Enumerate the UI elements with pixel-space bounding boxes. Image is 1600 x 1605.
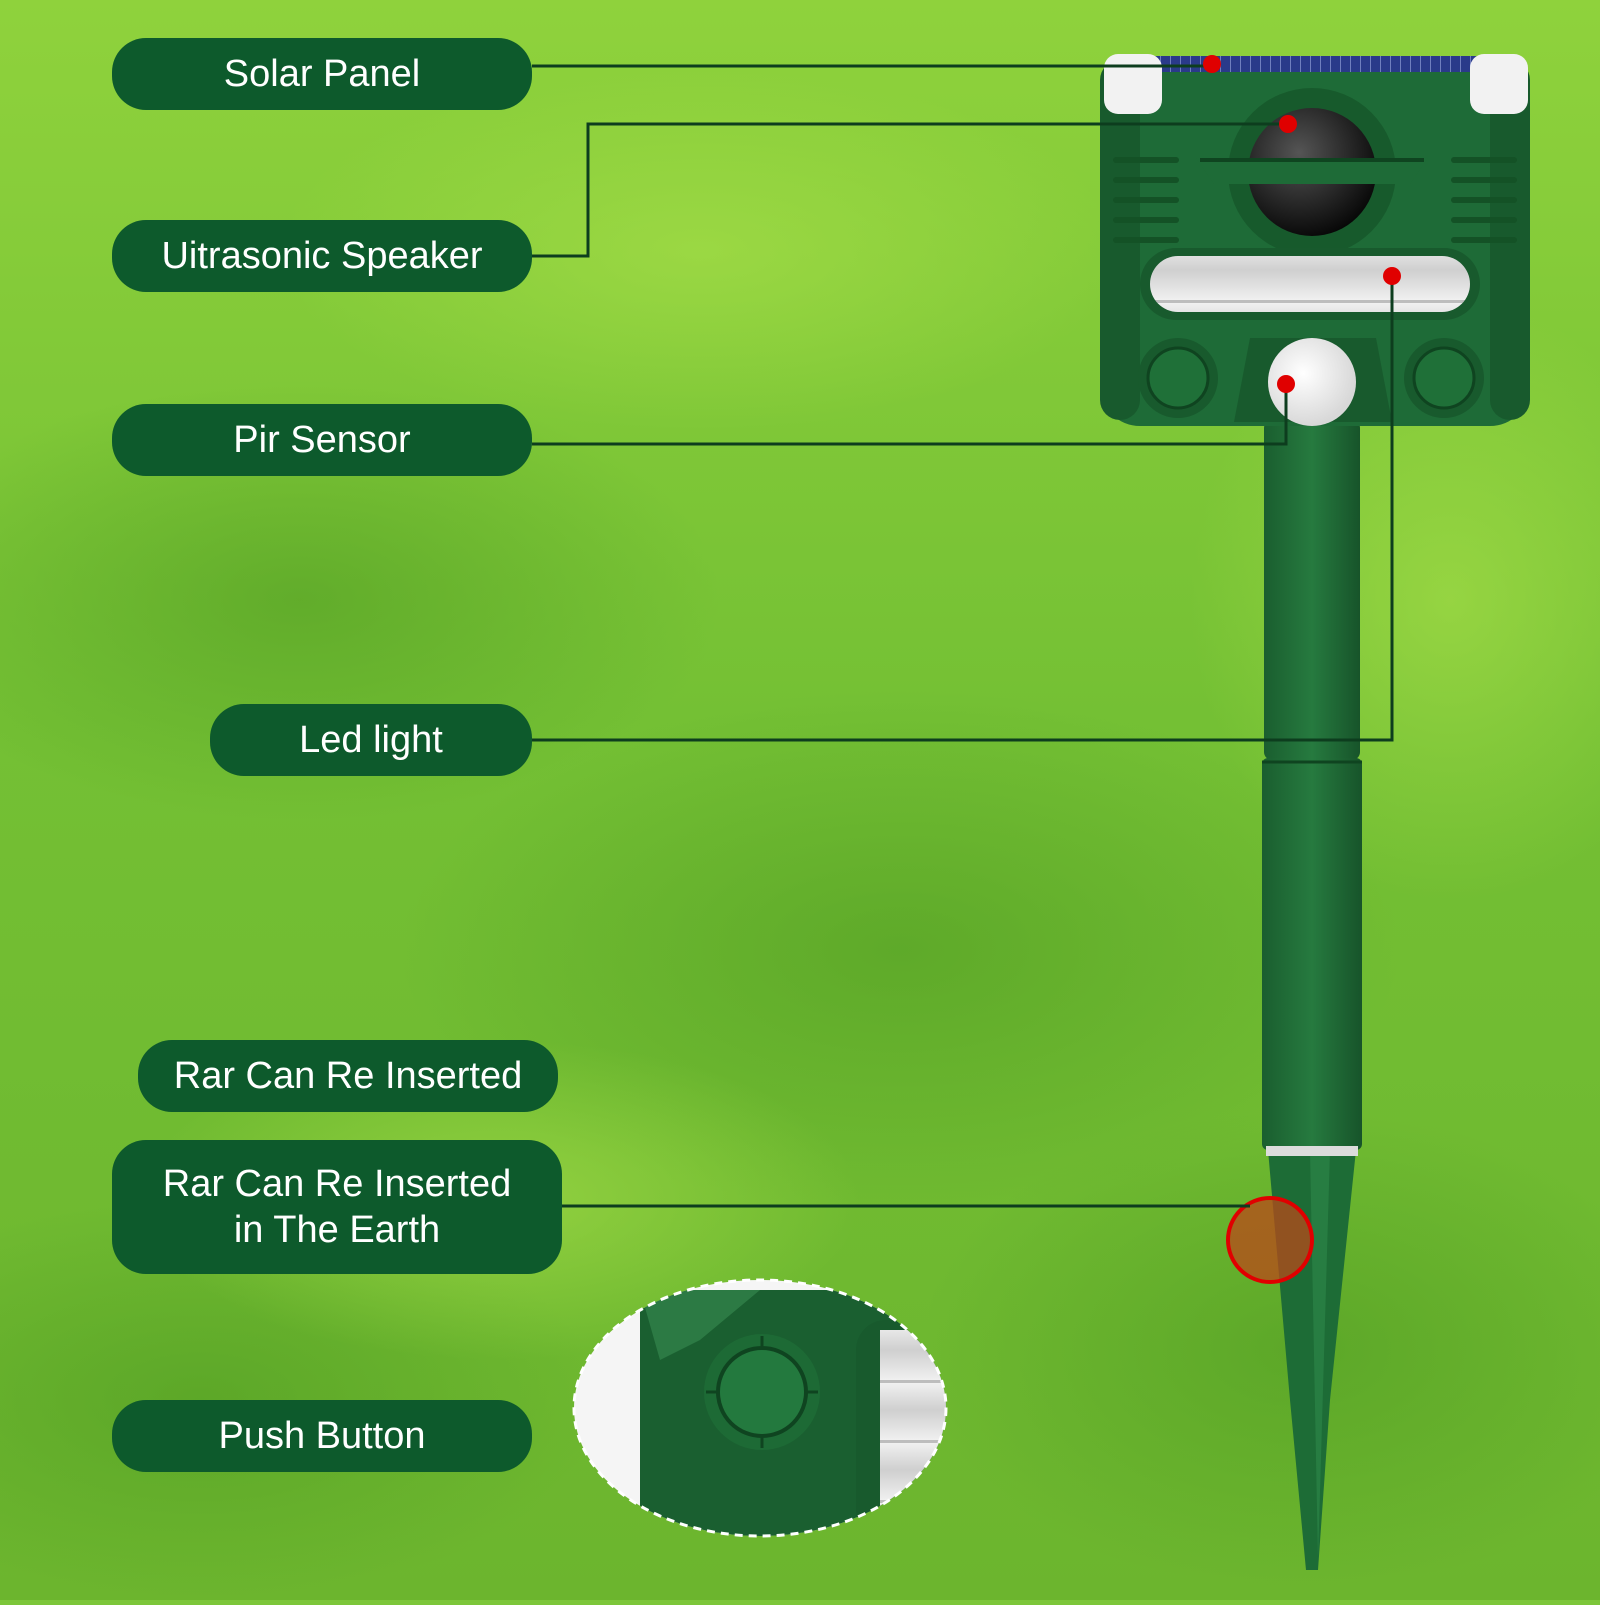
label-led-light-text: Led light xyxy=(299,719,443,761)
insert-highlight-circle xyxy=(1226,1196,1314,1284)
lower-pole xyxy=(1262,758,1362,1150)
label-pir-sensor-text: Pir Sensor xyxy=(233,419,411,461)
red-dot-marker-icon xyxy=(1203,55,1401,393)
label-push-button-text: Push Button xyxy=(218,1415,426,1457)
label-rar-earth: Rar Can Re Inserted in The Earth xyxy=(112,1140,562,1274)
label-rar-earth-line2: in The Earth xyxy=(233,1209,441,1251)
label-pir-sensor: Pir Sensor xyxy=(112,404,532,476)
led-light xyxy=(1150,256,1470,312)
label-rar-inserted-text: Rar Can Re Inserted xyxy=(173,1055,523,1097)
label-rar-earth-line1: Rar Can Re Inserted xyxy=(162,1163,512,1205)
label-solar-panel-text: Solar Panel xyxy=(223,53,421,95)
label-solar-panel: Solar Panel xyxy=(112,38,532,110)
solar-panel xyxy=(1156,56,1476,72)
upper-pole xyxy=(1264,420,1360,760)
device-head xyxy=(1100,54,1530,426)
label-rar-inserted: Rar Can Re Inserted xyxy=(138,1040,558,1112)
label-led-light: Led light xyxy=(210,704,532,776)
pir-sensor xyxy=(1268,338,1356,426)
label-push-button: Push Button xyxy=(112,1400,532,1472)
label-ultrasonic-speaker: Uitrasonic Speaker xyxy=(112,220,532,292)
label-ultrasonic-speaker-text: Uitrasonic Speaker xyxy=(161,235,483,277)
leader-lines xyxy=(532,64,1394,1208)
